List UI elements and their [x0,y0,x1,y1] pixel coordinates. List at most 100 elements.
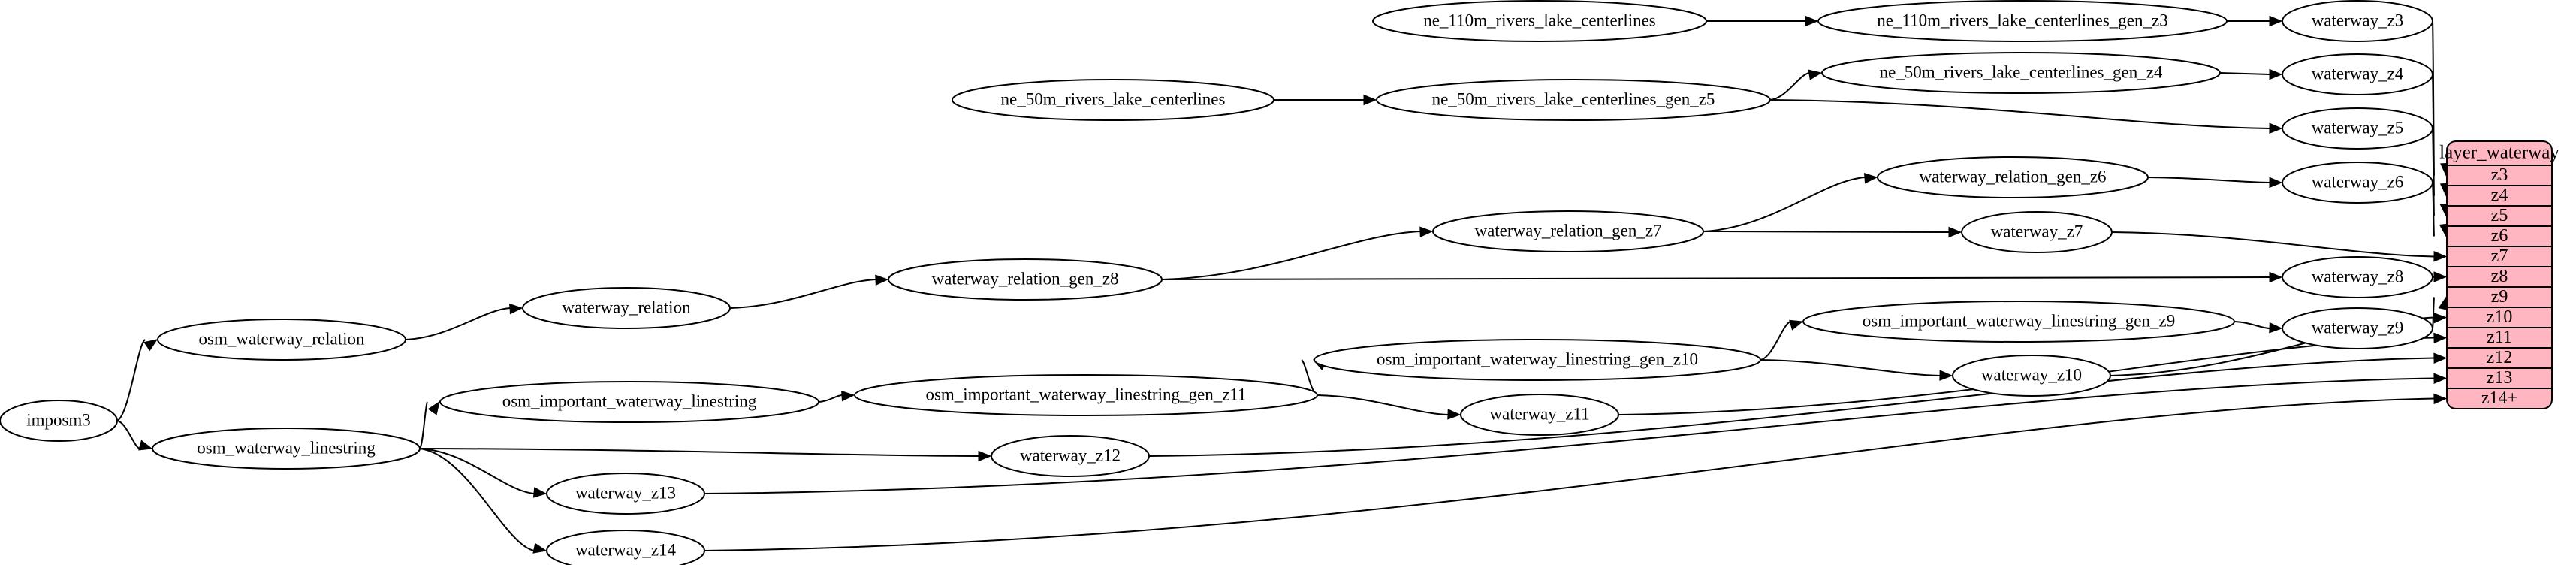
arrowhead-waterway_z12 [978,450,992,462]
node-shape-waterway_z10 [1952,355,2111,397]
node-shape-ne_110m_rivers_lake_centerlines_gen_z3 [1817,0,2228,42]
legend-panel [2446,140,2553,409]
node-waterway_z14[interactable]: waterway_z14 [546,530,705,565]
node-waterway_relation[interactable]: waterway_relation [522,287,731,329]
node-shape-ne_50m_rivers_lake_centerlines [952,79,1274,121]
arrowhead-waterway_z8 [2269,271,2283,283]
node-waterway_z13[interactable]: waterway_z13 [546,473,705,515]
edge-waterway_relation_gen_z7-to-waterway_relation_gen_z6 [1703,177,1866,232]
legend-row-z4[interactable]: z4 [2491,186,2508,205]
node-waterway_relation_gen_z6[interactable]: waterway_relation_gen_z6 [1877,156,2149,198]
edge-osm_important_waterway_linestring_gen_z10-to-osm_important_waterway_linestring_gen_z9 [1760,321,1791,361]
arrowhead-legend-z8 [2433,271,2448,282]
node-waterway_z4[interactable]: waterway_z4 [2282,53,2433,95]
node-osm_important_waterway_linestring[interactable]: osm_important_waterway_linestring [439,381,819,423]
node-waterway_z12[interactable]: waterway_z12 [991,435,1150,477]
node-ne_50m_rivers_lake_centerlines_gen_z5[interactable]: ne_50m_rivers_lake_centerlines_gen_z5 [1376,79,1771,121]
legend-title: layer_waterway [2439,143,2559,163]
arrowhead-waterway_z10 [1939,370,1953,381]
arrowhead-waterway_z7 [1948,226,1962,238]
edge-osm_important_waterway_linestring_gen_z9-to-waterway_z9 [2234,321,2270,329]
edge-ne_50m_rivers_lake_centerlines_gen_z5-to-ne_50m_rivers_lake_centerlines_gen_z4 [1769,72,1810,101]
edges-layer [116,15,2451,554]
node-shape-waterway_z3 [2282,0,2433,42]
edge-waterway_relation_gen_z7-to-waterway_z7 [1703,231,1950,233]
arrowhead-legend-z14+ [2433,393,2448,405]
node-shape-imposm3 [0,400,118,442]
arrowhead-waterway_relation [509,303,523,315]
edge-osm_important_waterway_linestring_gen_z11-to-waterway_z11 [1317,394,1449,415]
legend-row-z12[interactable]: z12 [2487,348,2513,367]
legend-row-z8[interactable]: z8 [2491,267,2508,286]
node-osm_important_waterway_linestring_gen_z10[interactable]: osm_important_waterway_linestring_gen_z1… [1314,339,1761,381]
node-shape-waterway_relation_gen_z8 [888,258,1163,301]
node-shape-ne_110m_rivers_lake_centerlines [1372,0,1707,42]
legend-row-z9[interactable]: z9 [2491,287,2508,307]
edge-imposm3-to-osm_waterway_relation [116,339,146,421]
node-shape-waterway_z9 [2282,307,2433,349]
arrowhead-waterway_relation_gen_z8 [875,274,889,286]
node-waterway_z7[interactable]: waterway_z7 [1961,211,2113,253]
legend-row-z14+[interactable]: z14+ [2481,388,2517,408]
node-shape-ne_50m_rivers_lake_centerlines_gen_z5 [1376,79,1771,121]
node-shape-waterway_relation_gen_z6 [1877,156,2149,198]
legend-row-z10[interactable]: z10 [2487,307,2513,327]
arrowhead-waterway_z11 [1447,409,1461,420]
node-ne_110m_rivers_lake_centerlines[interactable]: ne_110m_rivers_lake_centerlines [1372,0,1707,42]
node-waterway_z8[interactable]: waterway_z8 [2282,256,2433,298]
arrowhead-osm_waterway_linestring [138,440,153,451]
node-waterway_relation_gen_z8[interactable]: waterway_relation_gen_z8 [888,258,1163,301]
legend-row-z5[interactable]: z5 [2491,206,2508,225]
node-waterway_relation_gen_z7[interactable]: waterway_relation_gen_z7 [1432,210,1704,252]
edge-waterway_z7-to-legend-z7 [2111,231,2435,258]
node-shape-waterway_z6 [2282,162,2433,204]
arrowhead-ne_50m_rivers_lake_centerlines_gen_z4 [1808,69,1823,80]
arrowhead-waterway_z3 [2269,15,2283,27]
edge-osm_waterway_linestring-to-waterway_z14 [419,448,535,551]
arrowhead-waterway_z13 [532,487,547,498]
legend-row-z3[interactable]: z3 [2491,165,2508,185]
arrowhead-waterway_relation_gen_z6 [1863,173,1878,184]
edge-osm_waterway_linestring-to-osm_important_waterway_linestring [419,401,428,449]
node-waterway_z3[interactable]: waterway_z3 [2282,0,2433,42]
node-waterway_z10[interactable]: waterway_z10 [1952,355,2111,397]
node-waterway_z11[interactable]: waterway_z11 [1460,394,1619,436]
legend-row-z11[interactable]: z11 [2487,328,2512,347]
arrowhead-ne_50m_rivers_lake_centerlines_gen_z5 [1363,94,1377,106]
edge-ne_50m_rivers_lake_centerlines_gen_z4-to-waterway_z4 [2219,72,2270,75]
node-shape-osm_waterway_relation [157,319,406,361]
arrowhead-legend-z10 [2433,312,2448,324]
arrowhead-legend-z11 [2433,332,2448,344]
node-imposm3[interactable]: imposm3 [0,400,118,442]
edge-osm_important_waterway_linestring-to-osm_important_waterway_linestring_gen_z11 [818,394,843,403]
node-osm_important_waterway_linestring_gen_z11[interactable]: osm_important_waterway_linestring_gen_z1… [854,374,1318,416]
arrowhead-ne_110m_rivers_lake_centerlines_gen_z3 [1805,15,1819,27]
arrowhead-waterway_z6 [2269,177,2283,189]
node-shape-osm_important_waterway_linestring [439,381,819,423]
arrowhead-legend-z7 [2433,250,2448,262]
node-shape-osm_important_waterway_linestring_gen_z10 [1314,339,1761,381]
node-waterway_z6[interactable]: waterway_z6 [2282,162,2433,204]
edge-osm_waterway_relation-to-waterway_relation [405,307,511,340]
node-shape-waterway_z11 [1460,394,1619,436]
node-shape-osm_important_waterway_linestring_gen_z11 [854,374,1318,416]
node-osm_important_waterway_linestring_gen_z9[interactable]: osm_important_waterway_linestring_gen_z9 [1802,301,2235,343]
edge-waterway_z14-to-legend-z14+ [704,397,2435,551]
node-shape-waterway_z7 [1961,211,2113,253]
node-waterway_z5[interactable]: waterway_z5 [2282,107,2433,150]
legend-row-z6[interactable]: z6 [2491,226,2508,246]
node-osm_waterway_relation[interactable]: osm_waterway_relation [157,319,406,361]
node-ne_110m_rivers_lake_centerlines_gen_z3[interactable]: ne_110m_rivers_lake_centerlines_gen_z3 [1817,0,2228,42]
node-shape-osm_important_waterway_linestring_gen_z9 [1802,301,2235,343]
node-shape-osm_waterway_linestring [152,428,421,470]
legend-row-z7[interactable]: z7 [2491,246,2508,266]
node-ne_50m_rivers_lake_centerlines[interactable]: ne_50m_rivers_lake_centerlines [952,79,1274,121]
node-osm_waterway_linestring[interactable]: osm_waterway_linestring [152,428,421,470]
node-ne_50m_rivers_lake_centerlines_gen_z4[interactable]: ne_50m_rivers_lake_centerlines_gen_z4 [1821,52,2221,94]
node-waterway_z9[interactable]: waterway_z9 [2282,307,2433,349]
legend-row-z13[interactable]: z13 [2487,368,2513,388]
arrowhead-waterway_relation_gen_z7 [1419,226,1434,237]
arrowhead-waterway_z5 [2269,122,2283,134]
